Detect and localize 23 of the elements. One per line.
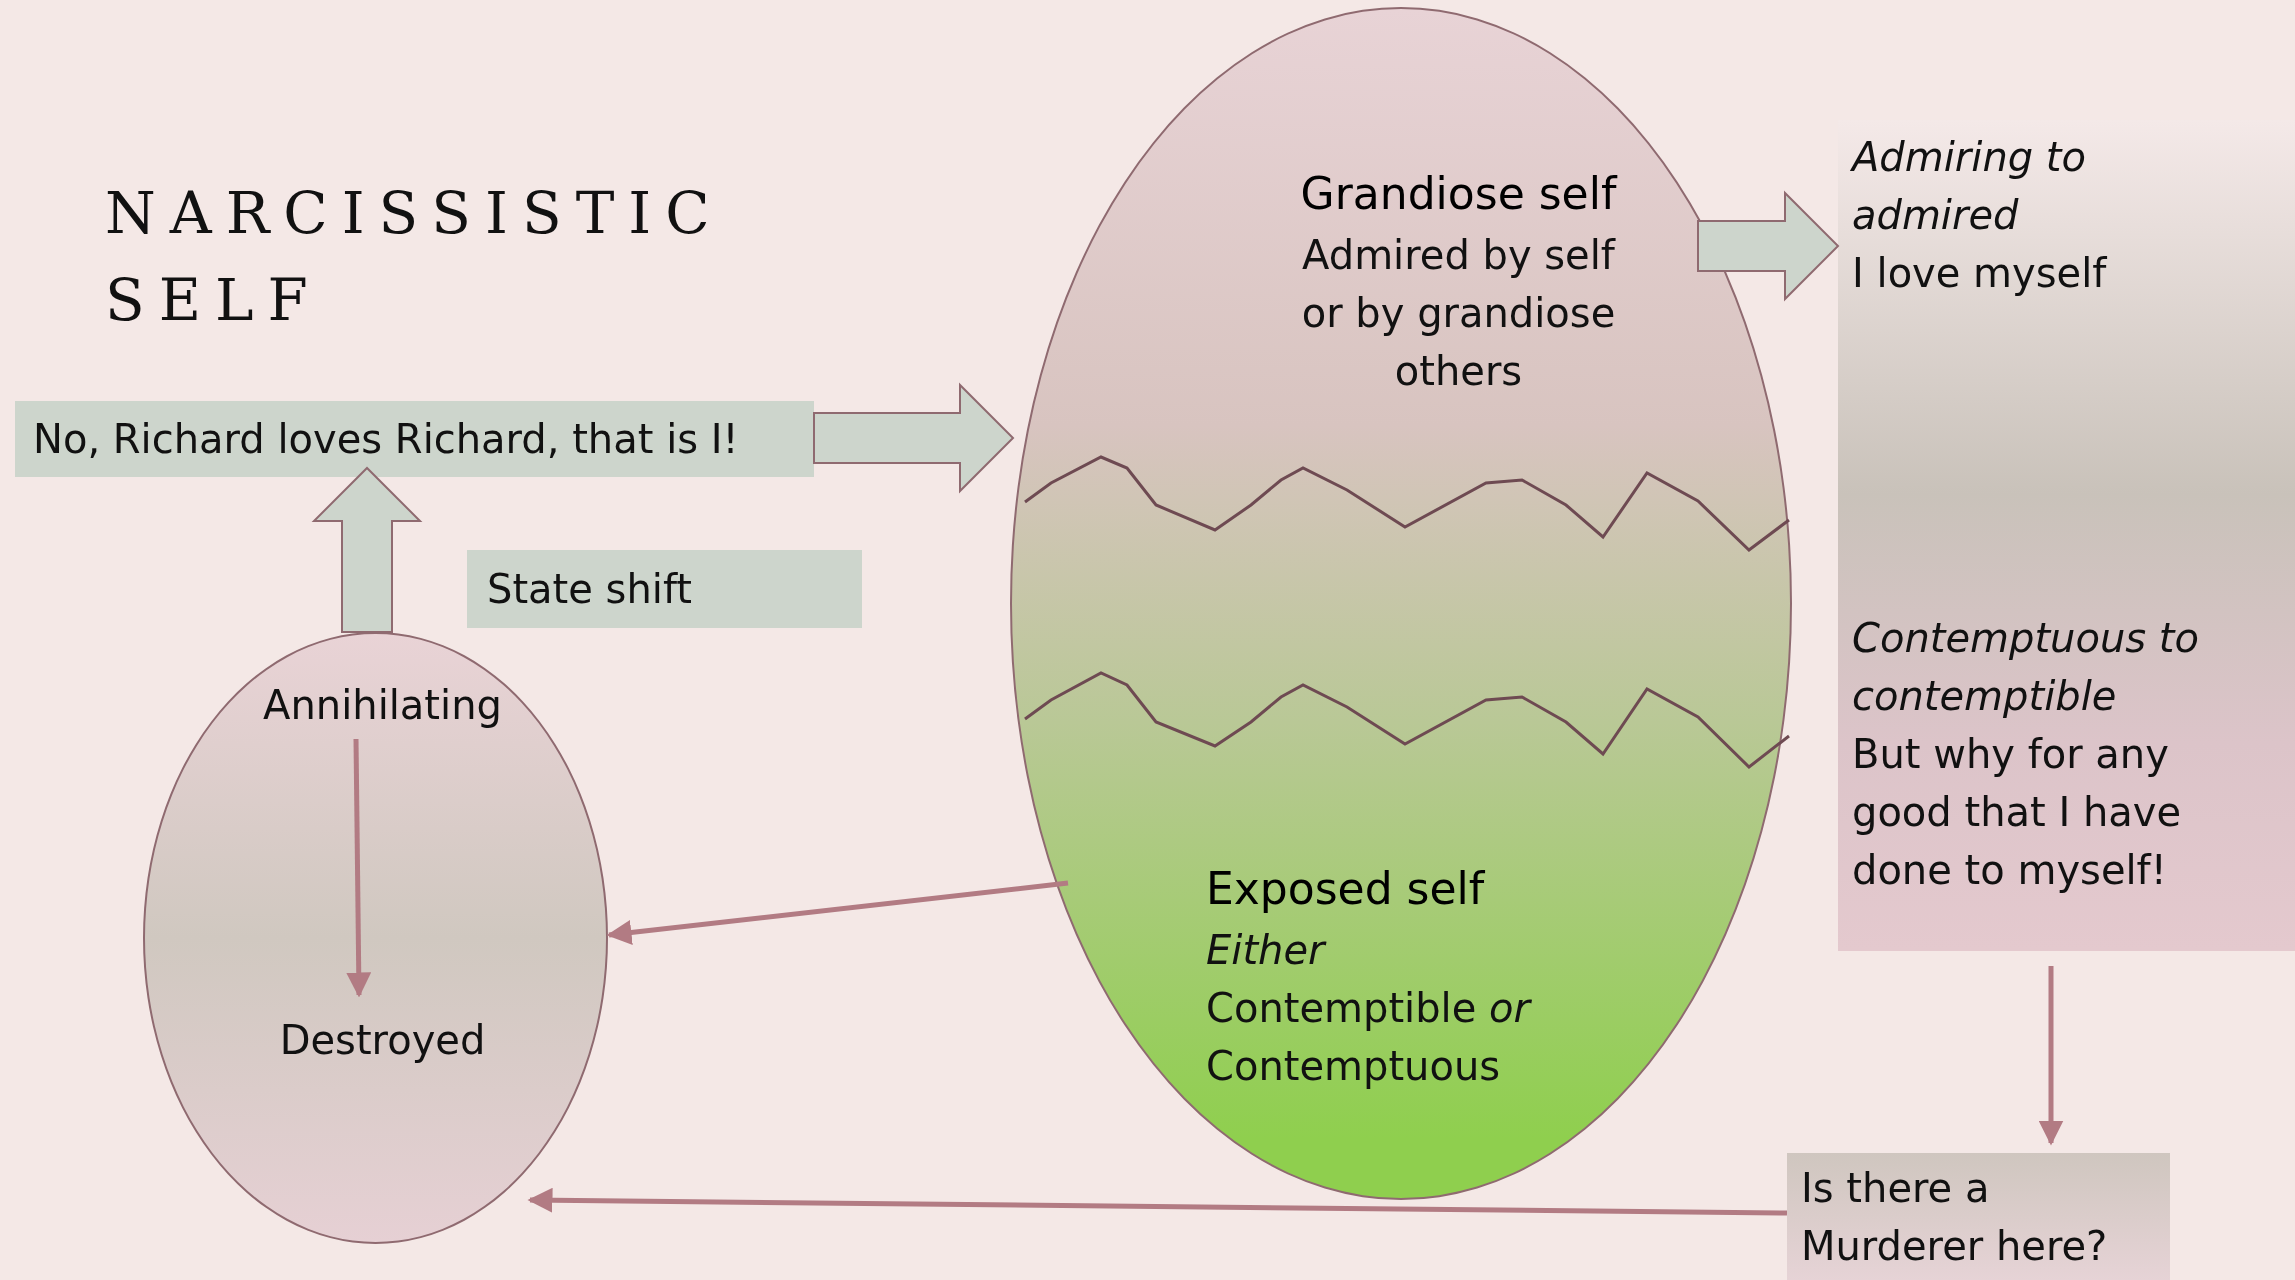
node-label: Contemptuous to contemptible — [1852, 614, 2200, 721]
title: NARCISSISTIC SELF — [105, 178, 725, 336]
block-arrow — [311, 466, 423, 633]
arrow — [527, 1187, 1788, 1216]
arrow — [2038, 966, 2064, 1146]
node-label: Is there a Murderer here? — [1801, 1163, 2109, 1271]
node-label: Either Contemptible or Contemptuous — [1206, 925, 1533, 1091]
node-label: Admired by self or by grandiose others — [1300, 230, 1617, 396]
arrow — [346, 738, 372, 998]
node-label: Destroyed — [236, 1003, 529, 1076]
block-arrow — [813, 382, 1015, 494]
block-arrow — [1697, 190, 1840, 302]
node-label: No, Richard loves Richard, that is I! — [33, 415, 740, 464]
heading: Grandiose self — [1299, 167, 1619, 222]
label-box — [1787, 1153, 2170, 1280]
node-label: Annihilating — [236, 668, 529, 741]
node-label: State shift — [487, 565, 693, 614]
label-box — [15, 401, 814, 477]
heading: Exposed self — [1206, 862, 1486, 917]
label-box — [467, 550, 862, 628]
node-label: But why for any good that I have done to myself! — [1852, 730, 2183, 895]
node-label: Admiring to admired — [1852, 133, 2087, 240]
node-label: I love myself — [1852, 249, 2108, 298]
